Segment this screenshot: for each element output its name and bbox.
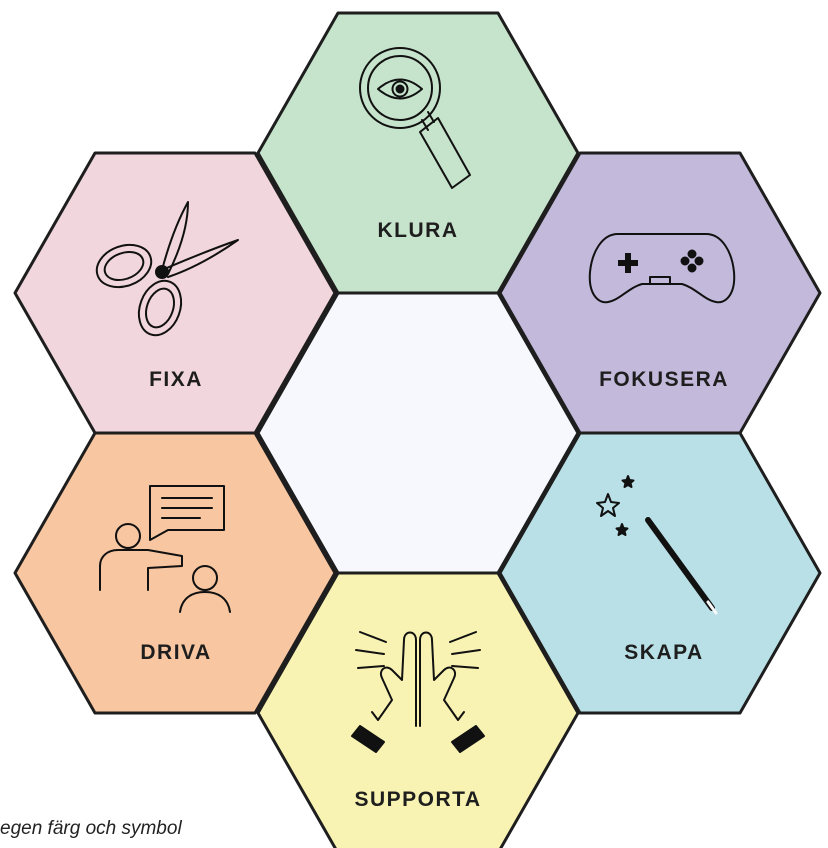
hex-klura-shape <box>256 11 580 295</box>
magic-wand-icon <box>596 475 718 615</box>
scissors-icon <box>95 201 239 337</box>
hex-fixa[interactable]: FIXA <box>13 151 337 435</box>
hex-klura-label: KLURA <box>378 219 459 242</box>
hex-fokusera-label: FOKUSERA <box>599 368 729 391</box>
hex-driva[interactable]: DRIVA <box>13 431 337 715</box>
hex-skapa[interactable]: SKAPA <box>498 431 822 715</box>
caption-text: egen färg och symbol <box>0 818 182 839</box>
hex-fixa-label: FIXA <box>149 368 203 391</box>
hex-driva-shape <box>13 431 337 715</box>
hex-supporta-shape <box>256 571 580 848</box>
hex-supporta[interactable]: SUPPORTA <box>256 571 580 848</box>
hex-driva-label: DRIVA <box>140 641 211 664</box>
hex-skapa-label: SKAPA <box>624 641 703 664</box>
magnifier-eye-icon <box>359 47 471 189</box>
hex-klura[interactable]: KLURA <box>256 11 580 295</box>
presenter-icon <box>99 485 231 613</box>
gamepad-icon <box>588 233 736 304</box>
hex-skapa-shape <box>498 431 822 715</box>
hex-supporta-label: SUPPORTA <box>354 788 481 811</box>
hex-fokusera[interactable]: FOKUSERA <box>498 151 822 435</box>
praying-hands-icon <box>351 631 485 753</box>
